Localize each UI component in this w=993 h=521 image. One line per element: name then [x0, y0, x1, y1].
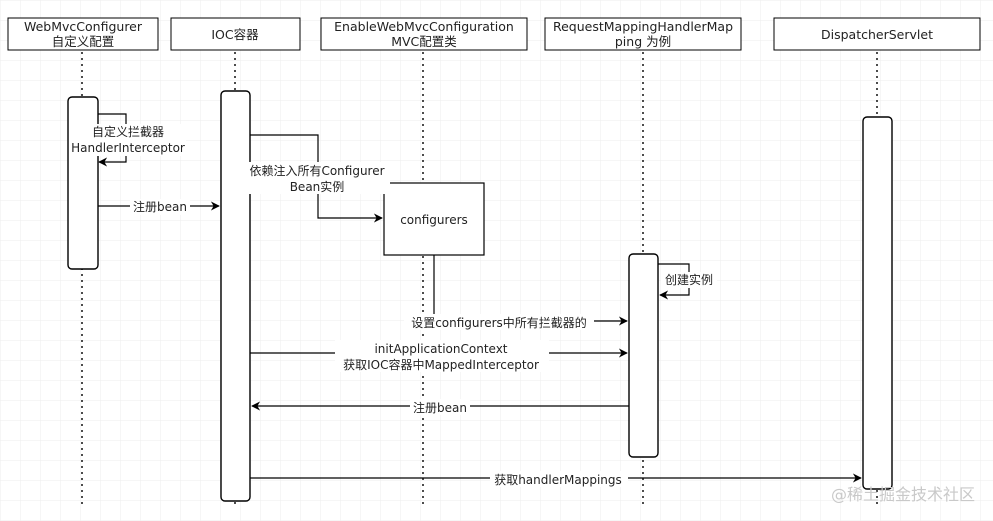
message-init-context-line2: 获取IOC容器中MappedInterceptor — [343, 357, 539, 372]
label-bg-register-bean — [130, 199, 190, 215]
label-bg-init-context — [335, 340, 549, 372]
activation-dispatcher — [862, 116, 893, 490]
message-get-mappings-label: 获取handlerMappings — [494, 473, 622, 487]
participant-rmhm-box — [544, 17, 742, 51]
message-custom-interceptor-line2: HandlerInterceptor — [71, 141, 185, 155]
message-register-bean-return-label: 注册bean — [413, 400, 467, 415]
configurers-label: configurers — [400, 213, 468, 227]
participant-enable-title: EnableWebMvcConfiguration — [334, 19, 514, 34]
label-bg-set-interceptors — [404, 314, 594, 330]
participant-webmvc-box — [7, 17, 159, 51]
participant-rmhm-subtitle: ping 为例 — [615, 34, 671, 49]
watermark: @稀土掘金技术社区 — [831, 485, 975, 504]
label-bg-register-bean-return — [410, 399, 470, 415]
message-register-bean-label: 注册bean — [133, 199, 187, 214]
activation-webmvc — [67, 96, 99, 270]
participant-enable-subtitle: MVC配置类 — [391, 34, 457, 49]
participant-webmvc-subtitle: 自定义配置 — [52, 34, 115, 49]
participant-dispatcher-box — [773, 17, 981, 51]
activation-ioc — [220, 90, 251, 502]
message-inject-line2: Bean实例 — [290, 179, 345, 194]
participant-rmhm-title: RequestMappingHandlerMap — [553, 19, 733, 34]
message-inject-line1: 依赖注入所有Configurer — [249, 163, 384, 178]
configurers-box — [383, 182, 485, 256]
participant-ioc-title: IOC容器 — [211, 27, 259, 42]
participant-ioc-box — [170, 17, 301, 51]
participant-enable-box — [320, 17, 528, 51]
participant-dispatcher-title: DispatcherServlet — [821, 27, 933, 42]
label-bg-create-instance — [661, 272, 717, 288]
message-custom-interceptor-line1: 自定义拦截器 — [92, 124, 164, 139]
activation-rmhm — [628, 253, 659, 458]
participant-webmvc-title: WebMvcConfigurer — [24, 19, 143, 34]
message-create-instance-label: 创建实例 — [665, 272, 713, 287]
message-set-interceptors-label: 设置configurers中所有拦截器的 — [411, 315, 587, 330]
label-bg-get-mappings — [490, 471, 628, 487]
message-init-context-line1: initApplicationContext — [374, 342, 507, 356]
label-bg-inject — [244, 162, 390, 194]
label-bg-custom-interceptor — [70, 124, 186, 156]
